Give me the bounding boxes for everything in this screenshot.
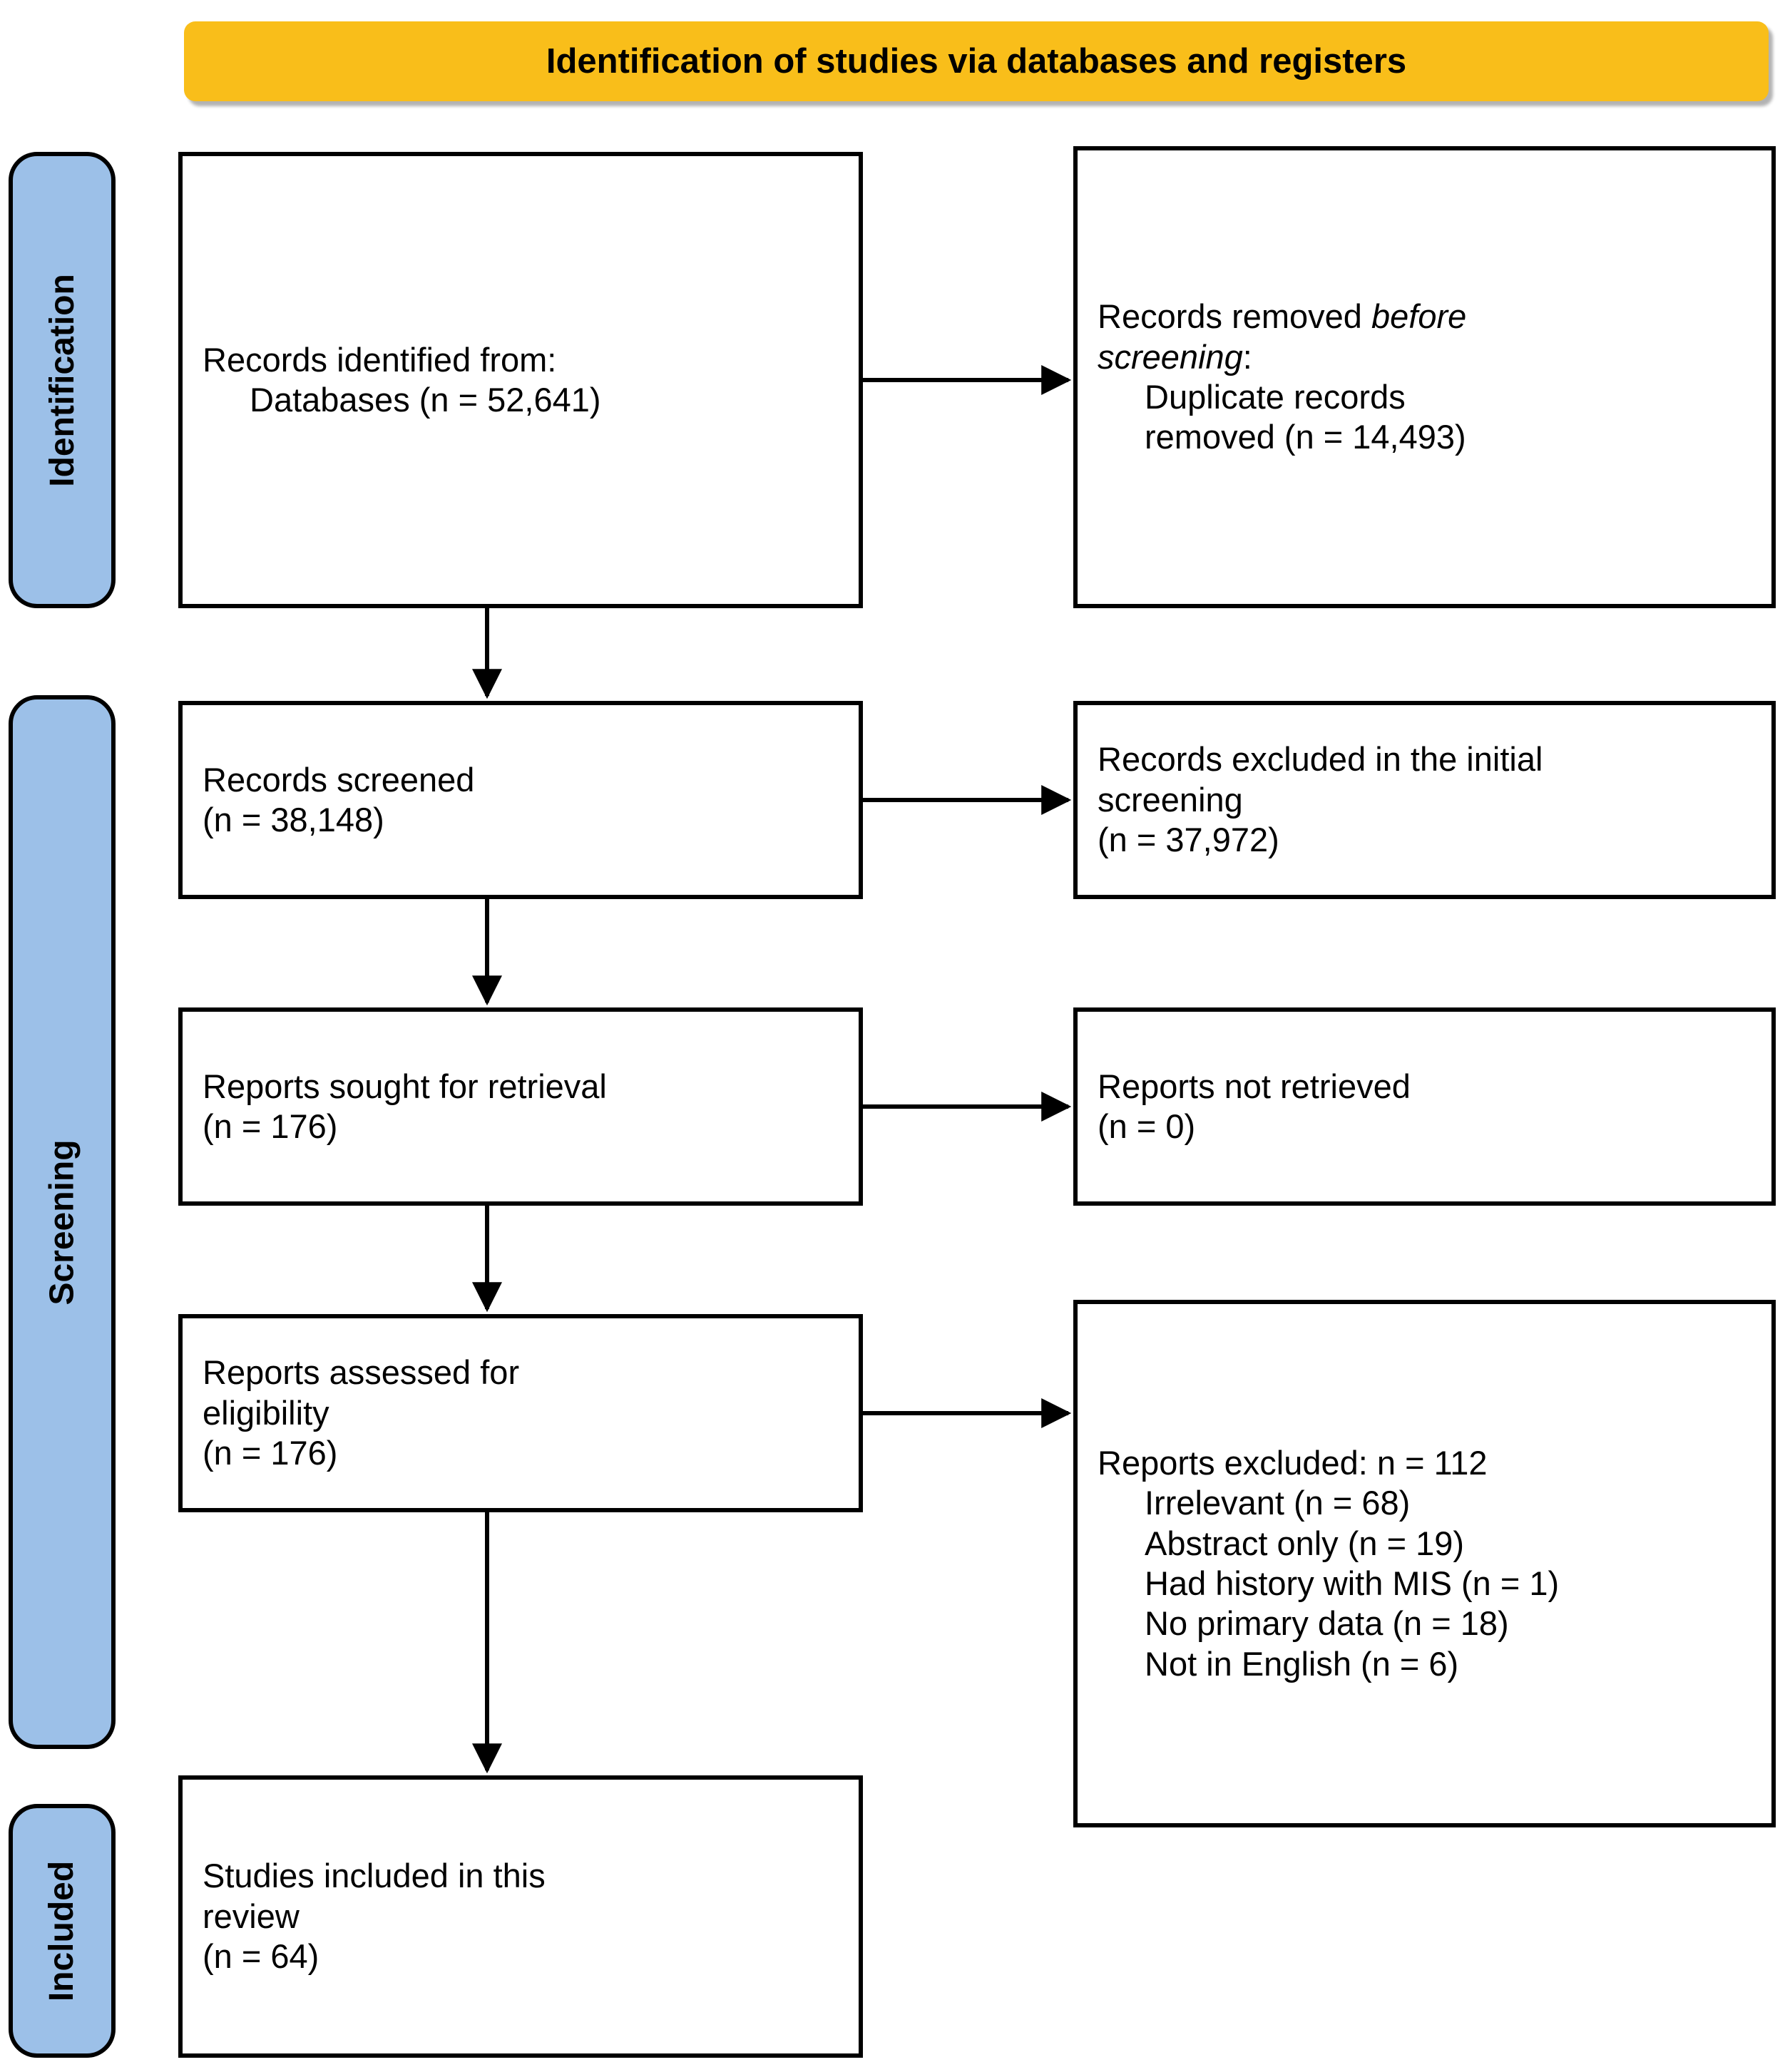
box-reports-not-retrieved: Reports not retrieved (n = 0) — [1073, 1007, 1776, 1206]
box-reports-assessed-line2: eligibility — [203, 1393, 329, 1432]
box-records-excluded-initial: Records excluded in the initial screenin… — [1073, 701, 1776, 899]
box-reports-not-retrieved-line1: Reports not retrieved — [1098, 1067, 1411, 1105]
box-records-removed-line2-italic: screening — [1098, 337, 1243, 376]
box-reports-excluded-reason: Not in English (n = 6) — [1145, 1644, 1459, 1683]
box-reports-sought: Reports sought for retrieval (n = 176) — [178, 1007, 863, 1206]
box-records-screened-line2: (n = 38,148) — [203, 801, 384, 838]
box-records-identified: Records identified from: Databases (n = … — [178, 152, 863, 608]
box-reports-sought-line2: (n = 176) — [203, 1107, 338, 1145]
box-reports-not-retrieved-line2: (n = 0) — [1098, 1107, 1196, 1145]
box-records-removed-line2-plain: : — [1242, 337, 1252, 376]
stage-label-included: Included — [9, 1804, 116, 2058]
box-records-excluded-initial-line1: Records excluded in the initial — [1098, 740, 1543, 779]
box-records-identified-line1: Records identified from: — [203, 340, 557, 379]
stage-label-identification-text: Identification — [43, 273, 81, 487]
box-reports-sought-line1: Reports sought for retrieval — [203, 1067, 607, 1105]
box-records-removed-line1: Records removed before — [1098, 297, 1751, 337]
box-studies-included: Studies included in this review (n = 64) — [178, 1775, 863, 2058]
box-records-identified-line2: Databases (n = 52,641) — [250, 381, 601, 419]
box-records-removed: Records removed before screening: Duplic… — [1073, 146, 1776, 608]
box-reports-excluded-line1: Reports excluded: n = 112 — [1098, 1443, 1488, 1482]
stage-label-screening-text: Screening — [43, 1139, 81, 1306]
box-records-removed-line2: screening: — [1098, 337, 1751, 377]
stage-label-included-text: Included — [43, 1860, 81, 2001]
box-studies-included-line3: (n = 64) — [203, 1937, 319, 1976]
header-banner: Identification of studies via databases … — [184, 21, 1769, 101]
box-records-excluded-initial-line2: screening — [1098, 780, 1243, 819]
box-records-screened-line1: Records screened — [203, 760, 475, 799]
box-reports-excluded-reason: Had history with MIS (n = 1) — [1145, 1564, 1560, 1602]
stage-label-identification: Identification — [9, 152, 116, 608]
box-records-removed-line1-plain: Records removed — [1098, 297, 1371, 336]
box-records-removed-line1-italic: before — [1371, 297, 1467, 336]
box-studies-included-line1: Studies included in this — [203, 1857, 546, 1895]
box-reports-excluded-reason: Irrelevant (n = 68) — [1145, 1484, 1411, 1522]
box-reports-excluded-reason: Abstract only (n = 19) — [1145, 1524, 1465, 1562]
page-title: Identification of studies via databases … — [546, 42, 1407, 81]
box-records-removed-line3: Duplicate records — [1145, 378, 1406, 416]
box-reports-assessed: Reports assessed for eligibility (n = 17… — [178, 1314, 863, 1512]
box-records-excluded-initial-line3: (n = 37,972) — [1098, 821, 1279, 859]
box-reports-assessed-line3: (n = 176) — [203, 1434, 338, 1472]
box-reports-excluded: Reports excluded: n = 112 Irrelevant (n … — [1073, 1300, 1776, 1827]
box-reports-assessed-line1: Reports assessed for — [203, 1353, 520, 1392]
box-records-screened: Records screened (n = 38,148) — [178, 701, 863, 899]
box-studies-included-line2: review — [203, 1897, 300, 1935]
stage-label-screening: Screening — [9, 695, 116, 1749]
box-records-removed-line4: removed (n = 14,493) — [1145, 418, 1466, 456]
box-reports-excluded-reason: No primary data (n = 18) — [1145, 1604, 1509, 1643]
